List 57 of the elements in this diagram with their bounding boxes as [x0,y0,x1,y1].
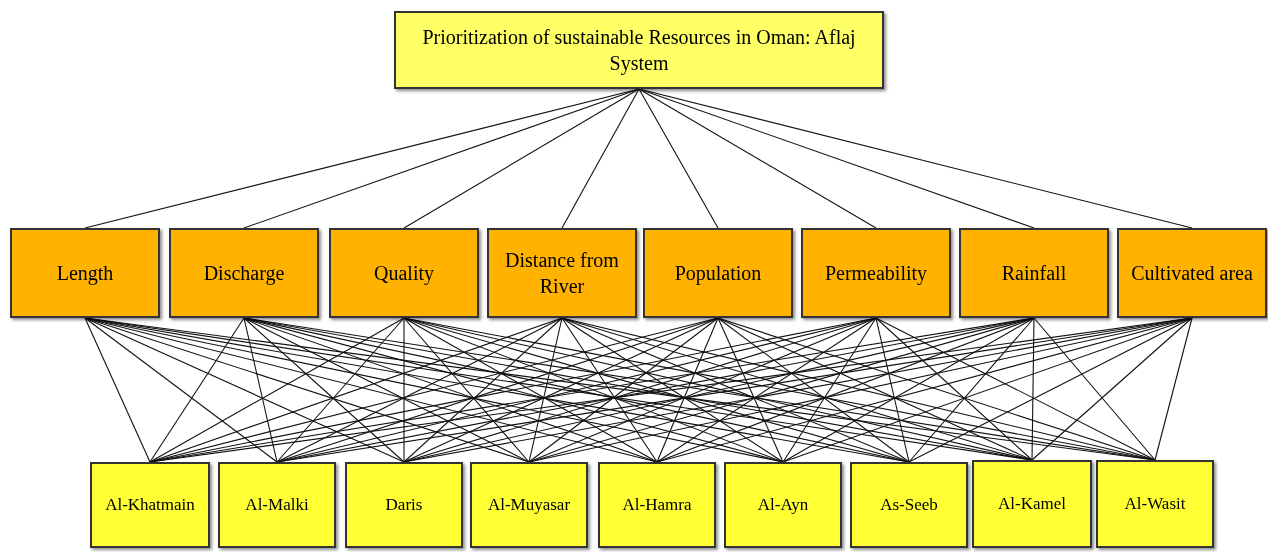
alternative-box: Al-Muyasar [470,462,588,548]
criterion-box: Distance from River [487,228,637,318]
connector-line [528,317,563,463]
connector-line [656,317,719,463]
criterion-box: Length [10,228,160,318]
connector-line [403,317,405,463]
connector-line [403,317,563,463]
connector-line [1154,317,1193,461]
criterion-box: Permeability [801,228,951,318]
alternative-box: Al-Khatmain [90,462,210,548]
connector-line [561,317,910,463]
connector-line [276,317,405,463]
goal-box: Prioritization of sustainable Resources in Oman: Aflaj System [394,11,884,89]
alternative-box: Al-Hamra [598,462,716,548]
connector-line [638,88,877,229]
connector-line [875,317,1156,461]
alternative-box: Daris [345,462,463,548]
connector-line [243,317,278,463]
connector-line [717,317,784,463]
criterion-box: Rainfall [959,228,1109,318]
alternative-box: As-Seeb [850,462,968,548]
connector-line [528,317,877,463]
connector-line [656,317,877,463]
connector-line [403,317,530,463]
connector-line [149,317,405,463]
connector-line [782,317,1035,463]
connector-line [1031,317,1193,461]
connector-line [561,317,658,463]
connector-line [717,317,910,463]
connector-line [561,88,640,229]
alternative-box: Al-Malki [218,462,336,548]
criterion-box: Population [643,228,793,318]
connector-line [84,317,151,463]
connector-line [403,317,719,463]
connector-line [403,317,658,463]
criterion-box: Discharge [169,228,319,318]
alternative-box: Al-Kamel [972,460,1092,548]
connector-line [149,317,245,463]
criterion-box: Cultivated area [1117,228,1267,318]
connector-line [243,317,405,463]
connector-line [875,317,910,463]
connector-line [1031,317,1035,461]
connector-line [717,317,1033,461]
connector-line [782,317,877,463]
connector-line [84,317,278,463]
criterion-box: Quality [329,228,479,318]
connector-line [638,88,719,229]
alternative-box: Al-Wasit [1096,460,1214,548]
connector-line [403,88,640,229]
connector-line [875,317,1033,461]
connector-line [561,317,784,463]
connector-line [528,317,719,463]
connector-line [638,88,1035,229]
connector-line [908,317,1035,463]
connector-line [1033,317,1156,461]
connector-line [84,317,405,463]
alternative-box: Al-Ayn [724,462,842,548]
